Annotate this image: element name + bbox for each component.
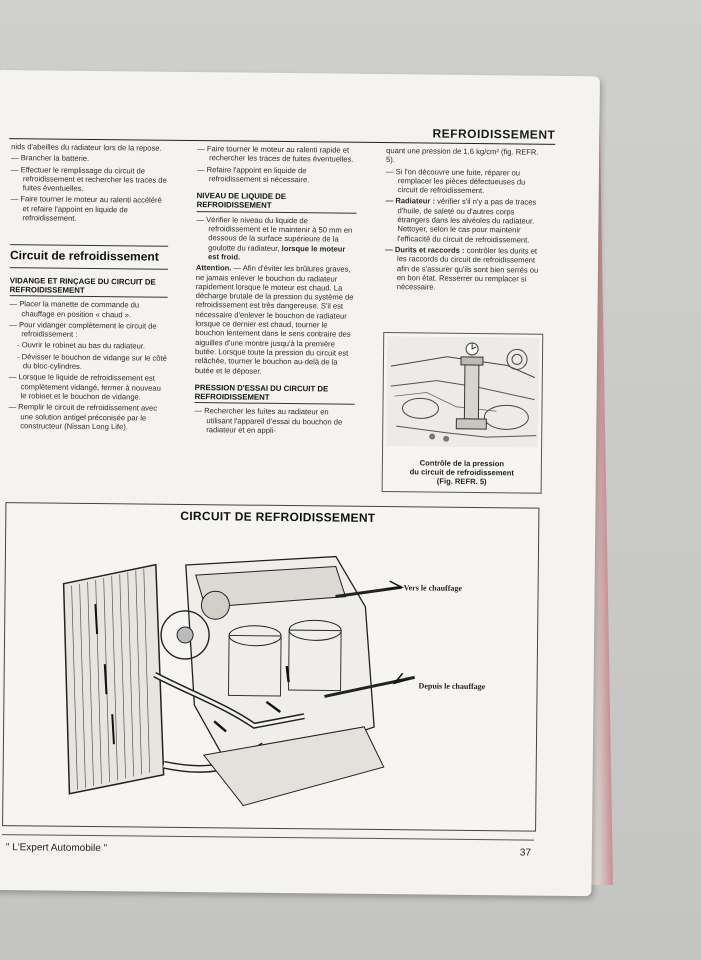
publication-name: " L'Expert Automobile " [5, 842, 108, 855]
paragraph: — Brancher la batterie. [11, 153, 90, 164]
paragraph: quant une pression de 1,6 kg/cm² (fig. R… [386, 146, 539, 165]
label-from-heater: Depuis le chauffage [418, 681, 486, 692]
section-title: Circuit de refroidissement [9, 244, 169, 270]
paragraph: — Durits et raccords : contrôler les dur… [385, 245, 545, 293]
paragraph: — Radiateur : vérifier s'il n'y a pas de… [385, 197, 545, 245]
page-number: 37 [519, 847, 532, 859]
subheading: VIDANGE ET RINÇAGE DU CIRCUIT DE REFROID… [9, 275, 168, 299]
figure-pressure-test: Contrôle de la pression du circuit de re… [381, 332, 544, 494]
figure-caption: Contrôle de la pression du circuit de re… [383, 458, 541, 487]
paragraph: — Effectuer le remplissage du circuit de… [10, 164, 167, 194]
durits-label: — Durits et raccords : [385, 245, 465, 255]
paragraph: — Vérifier le niveau du liquide de refro… [196, 215, 356, 263]
paragraph: — Rechercher les fuites au radiateur en … [194, 406, 343, 435]
attention-label: Attention. [195, 263, 232, 273]
column-2: — Faire tourner le moteur au ralenti rap… [194, 144, 357, 438]
footer-rule [1, 834, 534, 841]
engine-illustration [62, 555, 415, 807]
list-item: — Lorsque le liquide de refroidissement … [8, 372, 161, 402]
radiator-icon [62, 563, 165, 795]
attention-paragraph: Attention. — Afin d'éviter les brûlures … [195, 263, 356, 376]
book-page: REFROIDISSEMENT nids d'abeilles du radia… [0, 70, 600, 897]
subheading: PRESSION D'ESSAI DU CIRCUIT DE REFROIDIS… [194, 382, 355, 406]
subheading: NIVEAU DE LIQUIDE DE REFROIDISSEMENT [196, 191, 357, 214]
paragraph: — Si l'on découvre une fuite, réparer ou… [385, 166, 526, 196]
paragraph: — Refaire l'appoint en liquide de refroi… [196, 164, 310, 185]
list-item: - Ouvrir le robinet au bas du radiateur. [17, 340, 146, 351]
running-head: REFROIDISSEMENT [432, 126, 556, 142]
pressure-test-illustration [386, 336, 540, 448]
column-3: quant une pression de 1,6 kg/cm² (fig. R… [385, 146, 547, 295]
column-1: nids d'abeilles du radiateur lors de la … [8, 142, 169, 434]
caption-line: (Fig. REFR. 5) [436, 476, 487, 487]
cooling-circuit-diagram: CIRCUIT DE REFROIDISSEMENT [2, 502, 540, 832]
list-item: — Pour vidanger complètement le circuit … [9, 319, 157, 339]
radiateur-label: — Radiateur : [385, 196, 436, 207]
attention-text: — Afin d'éviter les brûlures graves, ne … [194, 263, 354, 376]
paragraph: nids d'abeilles du radiateur lors de la … [11, 142, 162, 153]
list-item: — Remplir le circuit de refroidissement … [8, 402, 158, 432]
paragraph: — Faire tourner le moteur au ralenti acc… [10, 194, 162, 223]
label-to-heater: Vers le chauffage [403, 583, 463, 593]
list-item: — Placer la manette de commande du chauf… [9, 299, 140, 319]
diagram-title: CIRCUIT DE REFROIDISSEMENT [180, 508, 376, 525]
list-item: - Dévisser le bouchon de vidange sur le … [16, 351, 167, 371]
paragraph: — Faire tourner le moteur au ralenti rap… [197, 144, 354, 165]
